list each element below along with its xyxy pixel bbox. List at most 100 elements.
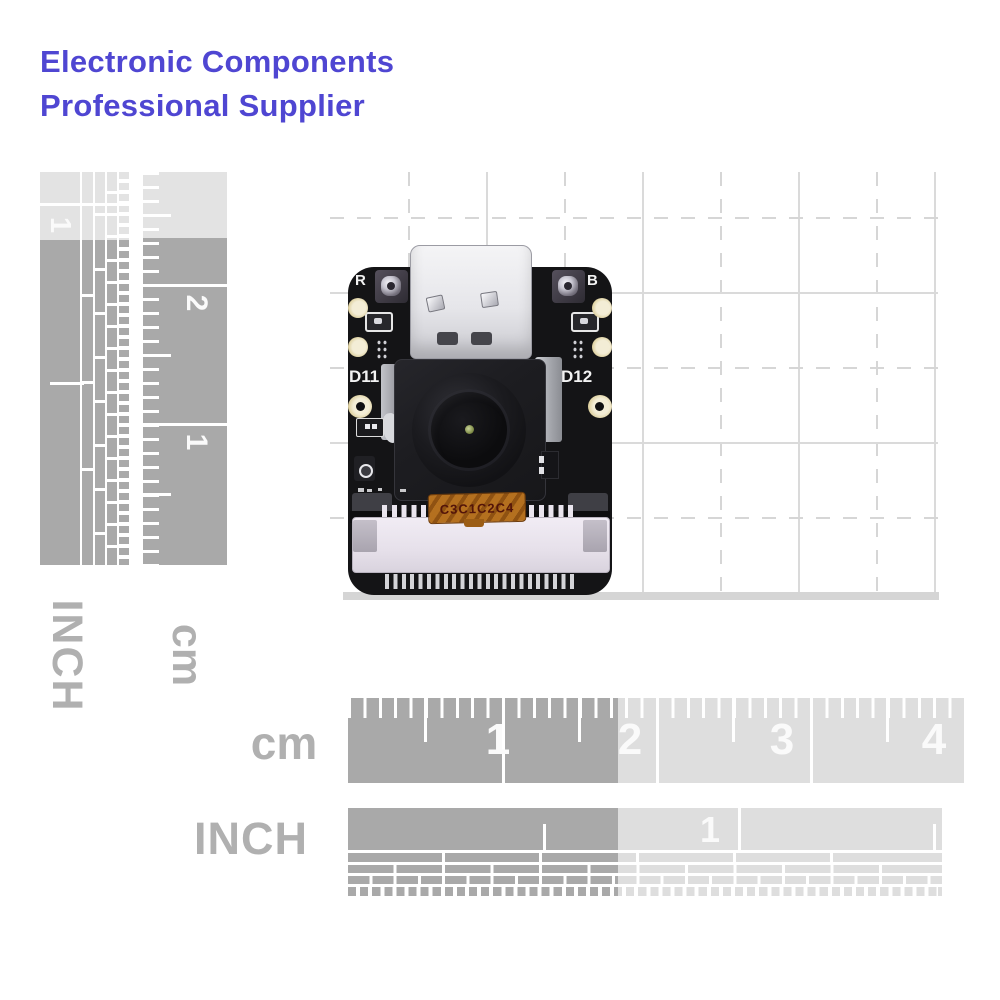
cm-mark-line	[143, 284, 227, 287]
ruler-fraction-row	[348, 887, 618, 896]
connector-slot	[437, 332, 458, 345]
edge-pad-with-hole	[588, 395, 612, 418]
lens-aperture-dot	[465, 425, 474, 434]
half-cm-tick	[143, 493, 171, 496]
ruler-fraction-col	[82, 172, 93, 240]
ruler-fraction-col	[107, 172, 117, 240]
edge-pad	[592, 337, 612, 357]
half-inch-tick	[50, 382, 84, 385]
half-cm-tick	[886, 698, 889, 742]
grid-line	[642, 172, 644, 592]
horizontal-inch-ruler: 1	[348, 808, 942, 896]
half-cm-tick	[424, 698, 427, 742]
grid-line	[798, 172, 800, 592]
vertical-cm-ruler-label: cm	[163, 623, 212, 687]
cm-mark-line	[810, 698, 813, 783]
ruler-fraction-col	[82, 240, 93, 565]
header-line-2: Professional Supplier	[40, 88, 365, 123]
ruler-fraction-col	[119, 172, 129, 240]
ruler-number: 1	[180, 433, 213, 451]
solder-tab	[480, 290, 499, 309]
grid-line	[330, 292, 938, 294]
ruler-fraction-row	[618, 853, 942, 862]
header-line-1: Electronic Components	[40, 44, 395, 79]
cm-mark-line	[656, 698, 659, 783]
edge-pad-with-hole	[348, 395, 372, 418]
edge-pad	[348, 337, 368, 357]
connector-slot	[471, 332, 492, 345]
half-inch-tick	[933, 824, 936, 850]
horizontal-cm-ruler: 1 2 3 4	[348, 698, 964, 783]
via-dots	[376, 339, 389, 360]
smd-resistor	[571, 312, 599, 332]
flex-tab	[464, 519, 484, 527]
grid-line-dashed	[876, 172, 878, 592]
grid-line-dashed	[720, 172, 722, 592]
half-cm-tick	[143, 214, 171, 217]
component-ring	[359, 464, 373, 478]
ruler-segment	[618, 808, 942, 850]
ruler-fraction-col	[107, 240, 117, 565]
flex-marking-text: C3C1C2C4	[439, 499, 515, 517]
silkscreen-speck	[358, 488, 364, 492]
ruler-fraction-row	[618, 865, 942, 873]
silkscreen-speck	[400, 489, 406, 492]
ruler-number: 1	[699, 809, 721, 850]
ruler-number: 4	[921, 715, 947, 764]
half-cm-tick	[578, 698, 581, 742]
camera-dev-board: R B D11 D12	[348, 245, 612, 595]
ruler-segment	[348, 808, 618, 850]
vertical-inch-ruler: 1	[40, 172, 130, 565]
ruler-number: 2	[617, 715, 643, 764]
smd-body	[374, 318, 382, 324]
solder-tab	[425, 294, 446, 313]
vertical-inch-ruler-label: INCH	[43, 599, 92, 713]
ruler-fraction-col	[119, 240, 129, 565]
silkscreen-speck	[378, 488, 382, 491]
ruler-minor-ticks	[143, 172, 159, 565]
smd-body	[372, 424, 377, 429]
pin-header-component	[539, 451, 559, 479]
half-cm-tick	[143, 354, 171, 357]
smd-resistor	[365, 312, 393, 332]
inch-mark-line	[40, 203, 130, 206]
ruler-number: 2	[180, 294, 213, 312]
cm-mark-line	[502, 698, 505, 783]
pad-hole	[595, 402, 604, 411]
ruler-number: 1	[44, 216, 77, 234]
grid-line-dashed	[330, 517, 938, 519]
silkscreen-label-d11: D11	[349, 367, 380, 386]
button-component	[354, 456, 375, 481]
ffc-rear-block	[568, 493, 608, 515]
ruler-fraction-row	[348, 853, 618, 862]
grid-line	[330, 442, 938, 444]
inch-mark-line	[738, 808, 741, 850]
silkscreen-speck	[367, 489, 372, 492]
grid-line-dashed	[330, 217, 938, 219]
ruler-number: 1	[485, 715, 511, 764]
pin	[539, 456, 544, 463]
ruler-fraction-row	[348, 865, 618, 873]
ruler-fraction-row	[618, 887, 942, 896]
horizontal-cm-ruler-label: cm	[250, 717, 318, 769]
led-component	[552, 270, 585, 303]
bottom-pin-row	[385, 574, 575, 589]
pin	[539, 467, 544, 474]
pad-hole	[356, 402, 365, 411]
cm-mark-line	[143, 423, 227, 426]
grid-line-dashed	[330, 367, 938, 369]
grid-baseline	[343, 592, 939, 600]
horizontal-inch-ruler-label: INCH	[194, 813, 308, 864]
silkscreen-label-r: R	[355, 272, 366, 289]
led-component	[375, 270, 408, 303]
ruler-fraction-row	[618, 876, 942, 884]
edge-pad	[348, 298, 368, 318]
ffc-latch	[583, 520, 607, 552]
vertical-cm-ruler: 2 1	[143, 172, 227, 565]
ruler-fraction-col	[95, 240, 105, 565]
ruler-segment	[40, 240, 80, 565]
silkscreen-label-d12: D12	[561, 367, 593, 386]
ruler-fraction-row	[348, 876, 618, 884]
smd-body	[580, 318, 588, 324]
